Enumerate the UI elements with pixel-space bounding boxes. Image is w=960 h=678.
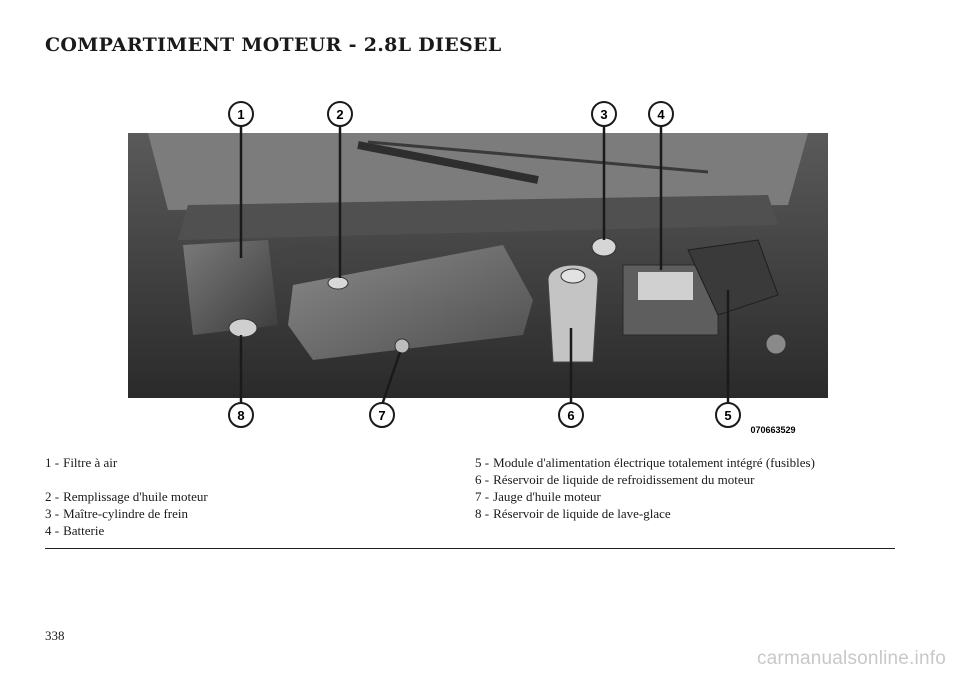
legend-spacer xyxy=(45,471,465,488)
legend-right-column: 5 - Module d'alimentation électrique tot… xyxy=(475,454,895,522)
legend-item-4: 4 - Batterie xyxy=(45,523,105,538)
cowl-panel xyxy=(178,195,778,240)
callout-7: 7 xyxy=(369,402,395,428)
washer-reservoir-cap xyxy=(228,318,258,338)
callout-3: 3 xyxy=(591,101,617,127)
figure-code: 070663529 xyxy=(750,425,795,435)
intake-hose xyxy=(275,245,348,272)
svg-text:1: 1 xyxy=(237,107,244,122)
legend-item-2: 2 - Remplissage d'huile moteur xyxy=(45,489,208,504)
engine-compartment-figure: 1 2 3 4 5 6 7 8 070663529 xyxy=(128,100,828,440)
svg-text:8: 8 xyxy=(237,408,244,423)
svg-text:3: 3 xyxy=(600,107,607,122)
legend-divider xyxy=(45,548,895,549)
coolant-reservoir xyxy=(547,264,599,363)
strut-mount xyxy=(765,333,787,355)
callout-6: 6 xyxy=(558,402,584,428)
callout-4: 4 xyxy=(648,101,674,127)
legend-item-8: 8 - Réservoir de liquide de lave-glace xyxy=(475,506,671,521)
battery-label xyxy=(638,272,693,300)
svg-text:5: 5 xyxy=(724,408,731,423)
legend-left-column: 1 - Filtre à air 2 - Remplissage d'huile… xyxy=(45,454,465,539)
engine-photo-illustration: 1 2 3 4 5 6 7 8 070663529 xyxy=(128,101,828,435)
fuse-box xyxy=(687,239,779,316)
svg-text:7: 7 xyxy=(378,408,385,423)
wiper-arm xyxy=(357,141,539,184)
legend-item-3: 3 - Maître-cylindre de frein xyxy=(45,506,188,521)
coolant-cap xyxy=(560,268,586,284)
page-number: 338 xyxy=(45,628,65,643)
oil-dipstick-handle xyxy=(394,338,410,354)
page-title: COMPARTIMENT MOTEUR - 2.8L DIESEL xyxy=(45,34,502,56)
air-filter-box xyxy=(183,240,278,335)
oil-fill-cap xyxy=(327,276,349,290)
callout-1: 1 xyxy=(228,101,254,127)
watermark[interactable]: carmanualsonline.info xyxy=(756,648,946,669)
legend-item-6: 6 - Réservoir de liquide de refroidissem… xyxy=(475,472,755,487)
callout-leaders xyxy=(239,125,730,406)
svg-text:2: 2 xyxy=(336,107,343,122)
wiper-blade xyxy=(367,140,709,174)
legend-item-7: 7 - Jauge d'huile moteur xyxy=(475,489,601,504)
svg-text:6: 6 xyxy=(567,408,574,423)
svg-text:4: 4 xyxy=(657,107,665,122)
callout-8: 8 xyxy=(228,402,254,428)
callout-2: 2 xyxy=(327,101,353,127)
legend-item-5: 5 - Module d'alimentation électrique tot… xyxy=(475,455,815,470)
callout-5: 5 xyxy=(715,402,741,428)
engine-cover xyxy=(288,245,533,360)
brake-reservoir-cap xyxy=(591,237,617,257)
legend-item-1: 1 - Filtre à air xyxy=(45,455,118,470)
